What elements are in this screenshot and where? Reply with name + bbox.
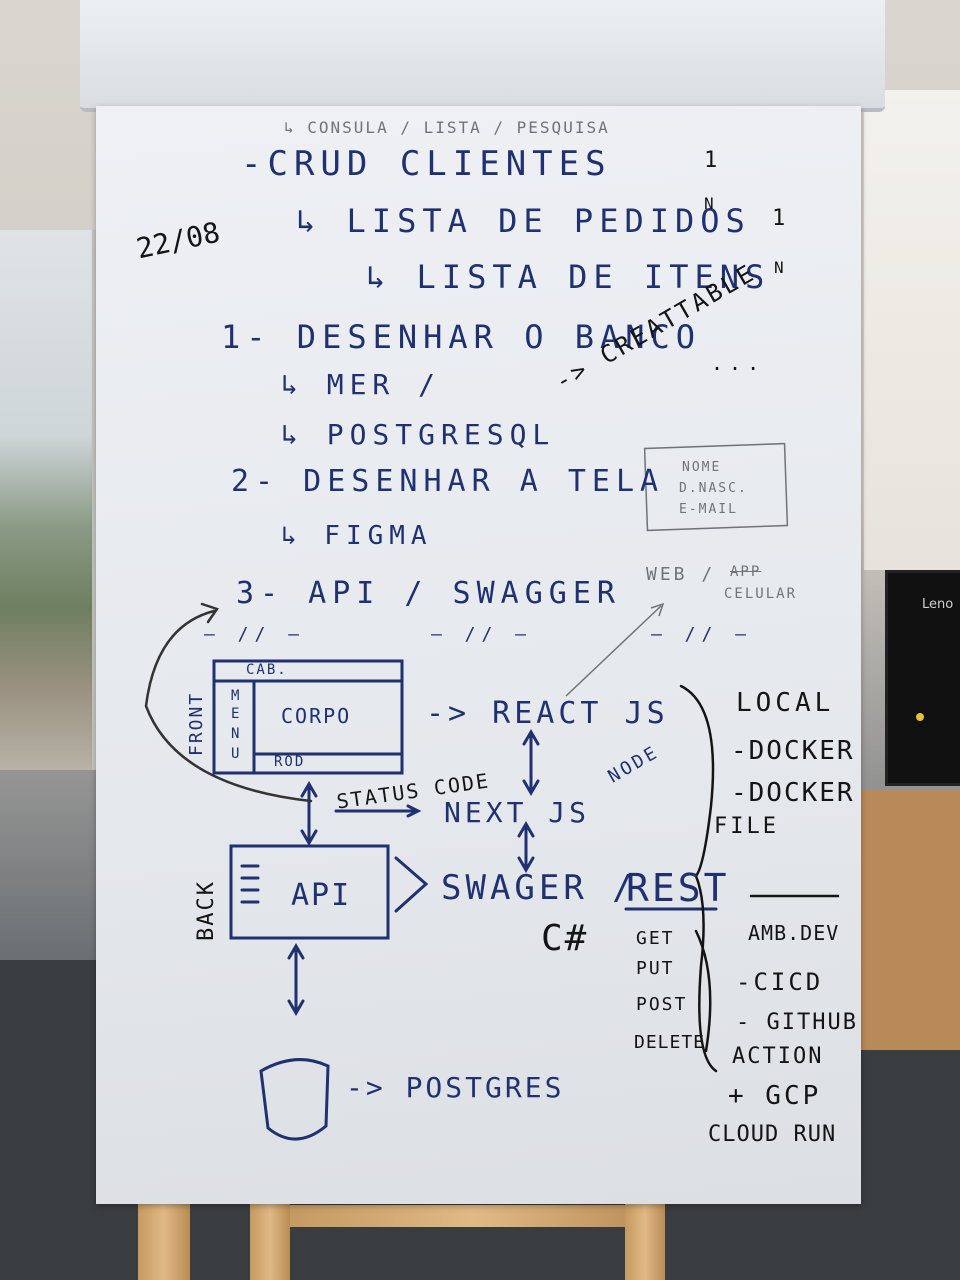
card-n-b: N <box>774 258 790 277</box>
form-field-dnasc: D.NASC. <box>679 481 748 496</box>
computer-monitor: Leno <box>885 570 960 786</box>
celular-label: CELULAR <box>724 586 798 602</box>
office-window-right <box>864 90 960 570</box>
flipchart-sheet: ↳ CONSULA / LISTA / PESQUISA -CRUD CLIEN… <box>96 106 861 1204</box>
front-wireframe-box <box>212 659 404 775</box>
step-1-mer: ↳ MER / <box>281 368 442 401</box>
office-window <box>0 230 98 770</box>
flipchart-roll <box>80 0 885 112</box>
infra-local: LOCAL <box>736 688 835 718</box>
step-1-postgresql: ↳ POSTGRESQL <box>281 418 556 451</box>
next-label: NEXT JS <box>444 796 591 829</box>
rod-label: ROD <box>274 754 306 770</box>
card-1-a: 1 <box>704 148 724 173</box>
database-cylinder <box>259 1058 330 1141</box>
sketch-lines <box>144 442 840 1141</box>
rest-label: REST <box>626 866 730 910</box>
infra-file: FILE <box>714 814 779 839</box>
menu-letter-u: U <box>231 746 246 762</box>
monitor-power-led <box>916 713 924 721</box>
ditto-mark-3: — // — <box>651 624 753 645</box>
back-label: BACK <box>194 880 219 941</box>
desk <box>850 790 960 1050</box>
method-get: GET <box>636 928 675 949</box>
step-2-figma: ↳ FIGMA <box>281 521 433 551</box>
ditto-mark-2: — // — <box>431 624 533 645</box>
form-mockup-box <box>643 442 789 532</box>
sublist-pedidos: ↳ LISTA DE PEDIDOS <box>296 202 751 240</box>
infra-gcp: + GCP <box>728 1081 822 1111</box>
card-n-a: N <box>704 194 720 213</box>
menu-letter-m: M <box>231 688 246 704</box>
front-label: FRONT <box>186 691 207 756</box>
step-3: 3- API / SWAGGER <box>236 576 621 611</box>
swagger-label: SWAGER / <box>441 868 637 908</box>
menu-letter-e: E <box>231 706 246 722</box>
method-put: PUT <box>636 958 675 979</box>
menu-letter-n: N <box>231 726 246 742</box>
api-label: API <box>291 878 352 913</box>
infra-action: ACTION <box>732 1044 824 1069</box>
infra-brace <box>679 684 718 1073</box>
easel-leg-right <box>625 1196 665 1280</box>
easel-leg-center <box>250 1196 290 1280</box>
form-field-nome: NOME <box>682 460 722 475</box>
create-dots: ... <box>711 351 766 375</box>
cab-label: CAB. <box>246 662 288 678</box>
form-field-email: E-MAIL <box>679 502 738 517</box>
web-label: WEB / <box>646 564 716 585</box>
method-post: POST <box>636 994 688 1015</box>
infra-dockerfile: -DOCKER <box>731 778 855 808</box>
infra-github: - GITHUB <box>736 1010 858 1035</box>
ditto-mark-1: — // — <box>204 624 306 645</box>
infra-docker: -DOCKER <box>731 736 855 766</box>
method-delete: DELETE <box>634 1032 706 1053</box>
sheet-subtitle: ↳ CONSULA / LISTA / PESQUISA <box>284 118 610 137</box>
csharp-label: C# <box>541 918 589 959</box>
monitor-brand: Leno <box>922 597 954 612</box>
step-1: 1- DESENHAR O BANCO <box>221 318 702 356</box>
api-box <box>229 844 390 940</box>
postgres-label: -> POSTGRES <box>346 1071 565 1104</box>
easel-tray <box>290 1205 660 1227</box>
sheet-title: -CRUD CLIENTES <box>241 144 612 184</box>
easel-leg-left <box>138 1196 190 1280</box>
app-struck: APP <box>730 564 762 580</box>
react-label: -> REACT JS <box>426 696 669 731</box>
infra-cloud-run: CLOUD RUN <box>708 1122 837 1147</box>
infra-cicd: -CICD <box>736 968 824 996</box>
card-1-b: 1 <box>772 206 792 231</box>
corpo-label: CORPO <box>281 704 352 728</box>
infra-amb-dev: AMB.DEV <box>748 921 840 945</box>
sublist-itens: ↳ LISTA DE ITENS <box>366 258 771 296</box>
step-2: 2- DESENHAR A TELA <box>231 464 665 499</box>
